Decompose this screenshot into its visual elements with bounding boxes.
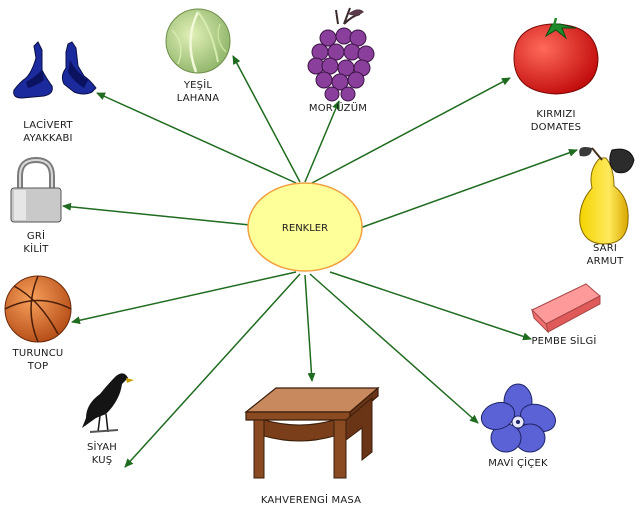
blue-flower-icon <box>478 384 560 452</box>
label-black-bird: SİYAH KUŞ <box>80 441 124 467</box>
label-red-tomato: KIRMIZI DOMATES <box>528 108 584 134</box>
center-node: RENKLER <box>248 183 362 271</box>
arrow-pear <box>360 150 577 228</box>
label-line: TURUNCU <box>10 347 66 360</box>
label-line: SARI <box>582 242 628 255</box>
label-line: KİLİT <box>16 243 56 256</box>
navy-shoes-icon <box>14 42 96 98</box>
yellow-pear-icon <box>579 147 634 244</box>
label-line: YEŞİL <box>170 79 226 92</box>
arrow-lock <box>63 206 250 225</box>
label-line: LACİVERT <box>20 119 76 132</box>
label-line: KIRMIZI <box>528 108 584 121</box>
green-cabbage-icon <box>166 9 230 73</box>
arrow-cabbage <box>233 56 300 182</box>
label-yellow-pear: SARI ARMUT <box>582 242 628 268</box>
label-navy-shoes: LACİVERT AYAKKABI <box>20 119 76 145</box>
label-line: GRİ <box>16 230 56 243</box>
label-brown-table: KAHVERENGİ MASA <box>256 494 366 507</box>
arrow-eraser <box>330 272 531 339</box>
label-pink-eraser: PEMBE SİLGİ <box>526 335 602 348</box>
arrow-table <box>305 275 312 381</box>
gray-padlock-icon <box>11 160 61 222</box>
pink-eraser-icon <box>532 284 600 332</box>
label-line: SİYAH <box>80 441 124 454</box>
label-line: MOR ÜZÜM <box>306 102 370 115</box>
label-purple-grapes: MOR ÜZÜM <box>306 102 370 115</box>
red-tomato-icon <box>514 18 598 94</box>
orange-ball-icon <box>5 276 71 342</box>
arrow-shoes <box>97 93 296 183</box>
label-green-cabbage: YEŞİL LAHANA <box>170 79 226 105</box>
label-line: DOMATES <box>528 121 584 134</box>
label-blue-flower: MAVİ ÇİÇEK <box>478 457 558 470</box>
label-line: AYAKKABI <box>20 132 76 145</box>
black-bird-icon <box>82 373 134 432</box>
center-label: RENKLER <box>282 223 328 234</box>
label-line: MAVİ ÇİÇEK <box>478 457 558 470</box>
label-line: PEMBE SİLGİ <box>526 335 602 348</box>
label-gray-padlock: GRİ KİLİT <box>16 230 56 256</box>
purple-grapes-icon <box>308 8 374 101</box>
brown-table-icon <box>246 388 378 478</box>
label-line: KAHVERENGİ MASA <box>256 494 366 507</box>
label-line: TOP <box>10 360 66 373</box>
label-line: KUŞ <box>80 454 124 467</box>
label-line: LAHANA <box>170 92 226 105</box>
label-orange-ball: TURUNCU TOP <box>10 347 66 373</box>
label-line: ARMUT <box>582 255 628 268</box>
